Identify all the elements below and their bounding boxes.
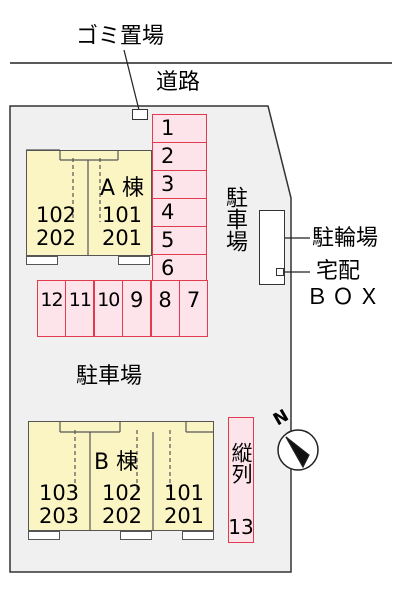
building-b-step-middle bbox=[120, 531, 152, 540]
parallel-slot-number: 13 bbox=[228, 515, 254, 539]
parking-slot-number: 10 bbox=[97, 289, 120, 311]
building-b-label: B 棟 bbox=[94, 450, 139, 475]
parking-slot-7: 7 bbox=[179, 280, 208, 337]
building-a-label: A 棟 bbox=[100, 176, 145, 201]
parking-slot-number: 2 bbox=[161, 144, 175, 168]
building-b-step-left bbox=[28, 531, 60, 540]
garbage-leader-line bbox=[123, 49, 140, 111]
parking-side-label: 駐車場 bbox=[222, 186, 247, 252]
unit-lower: 202 bbox=[101, 504, 143, 529]
bicycle-label: 駐輪場 bbox=[312, 226, 379, 251]
road-label: 道路 bbox=[156, 70, 201, 95]
parking-slot-9: 9 bbox=[122, 280, 152, 337]
building-b bbox=[28, 421, 214, 531]
parking-slot-number: 4 bbox=[161, 200, 175, 224]
compass-icon bbox=[277, 429, 319, 471]
parking-slot-12: 12 bbox=[37, 280, 66, 337]
parking-slot-11: 11 bbox=[65, 280, 95, 337]
unit-lower: 202 bbox=[35, 226, 77, 251]
unit-upper: 102 bbox=[35, 203, 77, 227]
parking-slot-1: 1 bbox=[152, 114, 207, 143]
unit-lower: 201 bbox=[101, 226, 143, 251]
unit-upper: 103 bbox=[38, 481, 80, 505]
parallel-label: 縦列 bbox=[229, 442, 253, 484]
building-a bbox=[26, 150, 152, 256]
building-a-step-left bbox=[26, 256, 58, 265]
parking-slot-number: 8 bbox=[158, 288, 172, 312]
building-b-unit-3: 101 201 bbox=[154, 481, 214, 529]
garbage-label: ゴミ置場 bbox=[76, 24, 165, 49]
parking-slot-number: 11 bbox=[68, 289, 92, 311]
parking-slot-number: 12 bbox=[40, 289, 63, 311]
building-b-unit-2: 102 202 bbox=[92, 481, 152, 529]
unit-lower: 201 bbox=[163, 504, 205, 529]
parking-slot-number: 9 bbox=[130, 288, 144, 312]
unit-upper: 102 bbox=[101, 481, 143, 505]
parking-slot-number: 6 bbox=[161, 256, 175, 280]
delivery-box-marker bbox=[276, 268, 284, 276]
parallel-parking-slot: 縦列 13 bbox=[228, 417, 254, 543]
building-a-unit-2: 101 201 bbox=[92, 203, 152, 251]
delivery-label: 宅配 bbox=[316, 259, 361, 284]
parking-slot-5: 5 bbox=[152, 226, 207, 255]
parking-slot-number: 3 bbox=[161, 172, 175, 196]
building-a-step-right bbox=[118, 256, 150, 265]
unit-upper: 101 bbox=[101, 203, 143, 227]
building-a-unit-1: 102 202 bbox=[26, 203, 86, 251]
building-b-step-right bbox=[182, 531, 214, 540]
delivery-box-label: ＢＯＸ bbox=[306, 285, 385, 310]
parking-slot-number: 1 bbox=[161, 116, 175, 140]
garbage-station bbox=[132, 109, 148, 120]
parking-slot-number: 5 bbox=[161, 228, 175, 252]
parking-slot-number: 7 bbox=[186, 288, 201, 312]
unit-upper: 101 bbox=[163, 481, 205, 505]
parking-main-label: 駐車場 bbox=[76, 364, 143, 389]
parking-slot-6: 6 bbox=[152, 254, 207, 283]
building-b-unit-1: 103 203 bbox=[29, 481, 89, 529]
parking-slot-8: 8 bbox=[150, 280, 180, 337]
unit-lower: 203 bbox=[38, 504, 80, 529]
parking-slot-3: 3 bbox=[152, 170, 207, 199]
